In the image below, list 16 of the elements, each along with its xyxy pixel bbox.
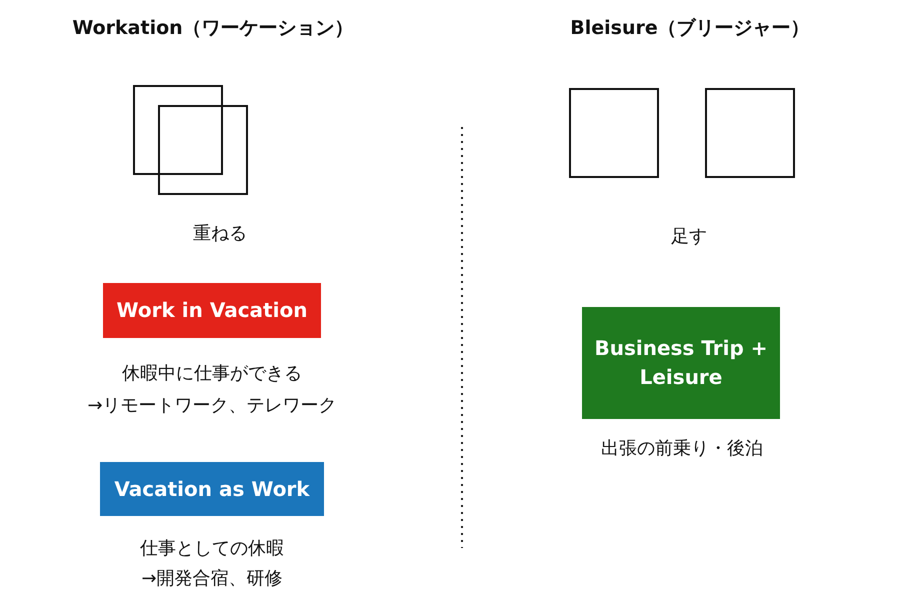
caption-text: 仕事としての休暇 — [140, 537, 284, 560]
label-box: Vacation as Work — [100, 462, 324, 516]
heading: Workation（ワーケーション） — [72, 16, 354, 41]
square-outline — [158, 105, 248, 195]
caption-text: →開発合宿、研修 — [141, 567, 283, 590]
caption-text: →リモートワーク、テレワーク — [87, 394, 337, 417]
caption-text: 出張の前乗り・後泊 — [601, 437, 763, 460]
caption-text: 重ねる — [193, 222, 247, 245]
caption-text: 足す — [671, 225, 707, 248]
label-box: Business Trip + Leisure — [582, 307, 780, 419]
square-outline — [705, 88, 795, 178]
square-outline — [133, 85, 223, 175]
caption-text: 休暇中に仕事ができる — [122, 362, 302, 385]
square-outline — [569, 88, 659, 178]
heading: Bleisure（ブリージャー） — [570, 16, 810, 41]
label-box: Work in Vacation — [103, 283, 321, 338]
